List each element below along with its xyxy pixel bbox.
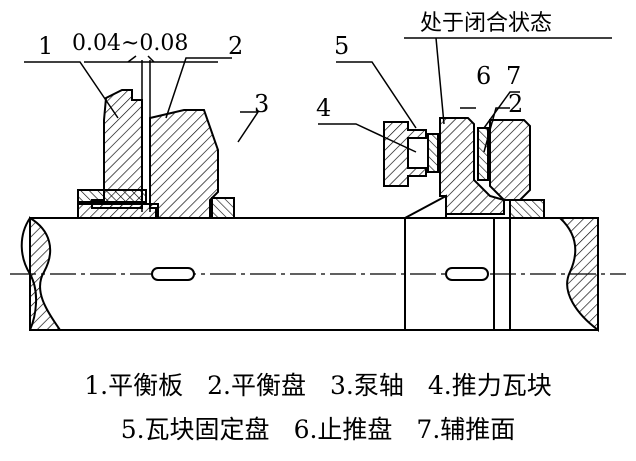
callout-2: 2 [228,32,243,60]
thrust-disc [404,117,505,219]
balance-plate [77,89,159,219]
callout-6: 6 [476,62,491,90]
callout-1: 1 [38,32,53,60]
thrust-pad [407,133,439,173]
leader-lines [24,37,612,153]
callout-5: 5 [334,32,349,60]
gap-dimension: 0.04~0.08 [72,31,188,56]
legend-item: 7.辅推面 [416,415,516,444]
legend-item: 3.泵轴 [330,371,404,400]
callout-2b: 2 [508,90,523,118]
aux-thrust-face [477,119,545,219]
clearance-gap [141,60,151,212]
callout-3: 3 [254,90,269,118]
legend-item: 1.平衡板 [84,371,184,400]
closed-state-note: 处于闭合状态 [420,11,552,36]
keyway-right [445,267,489,281]
legend-item: 6.止推盘 [293,415,393,444]
legend-item: 4.推力瓦块 [427,371,552,400]
balance-disc [149,109,235,219]
legend-row-2: 5.瓦块固定盘 6.止推盘 7.辅推面 [0,410,636,446]
legend-item: 2.平衡盘 [207,371,306,400]
keyway-left [151,267,195,281]
callout-4: 4 [316,94,331,122]
callout-7: 7 [506,62,521,90]
legend-item: 5.瓦块固定盘 [120,415,270,444]
legend-row-1: 1.平衡板 2.平衡盘 3.泵轴 4.推力瓦块 [0,366,636,402]
